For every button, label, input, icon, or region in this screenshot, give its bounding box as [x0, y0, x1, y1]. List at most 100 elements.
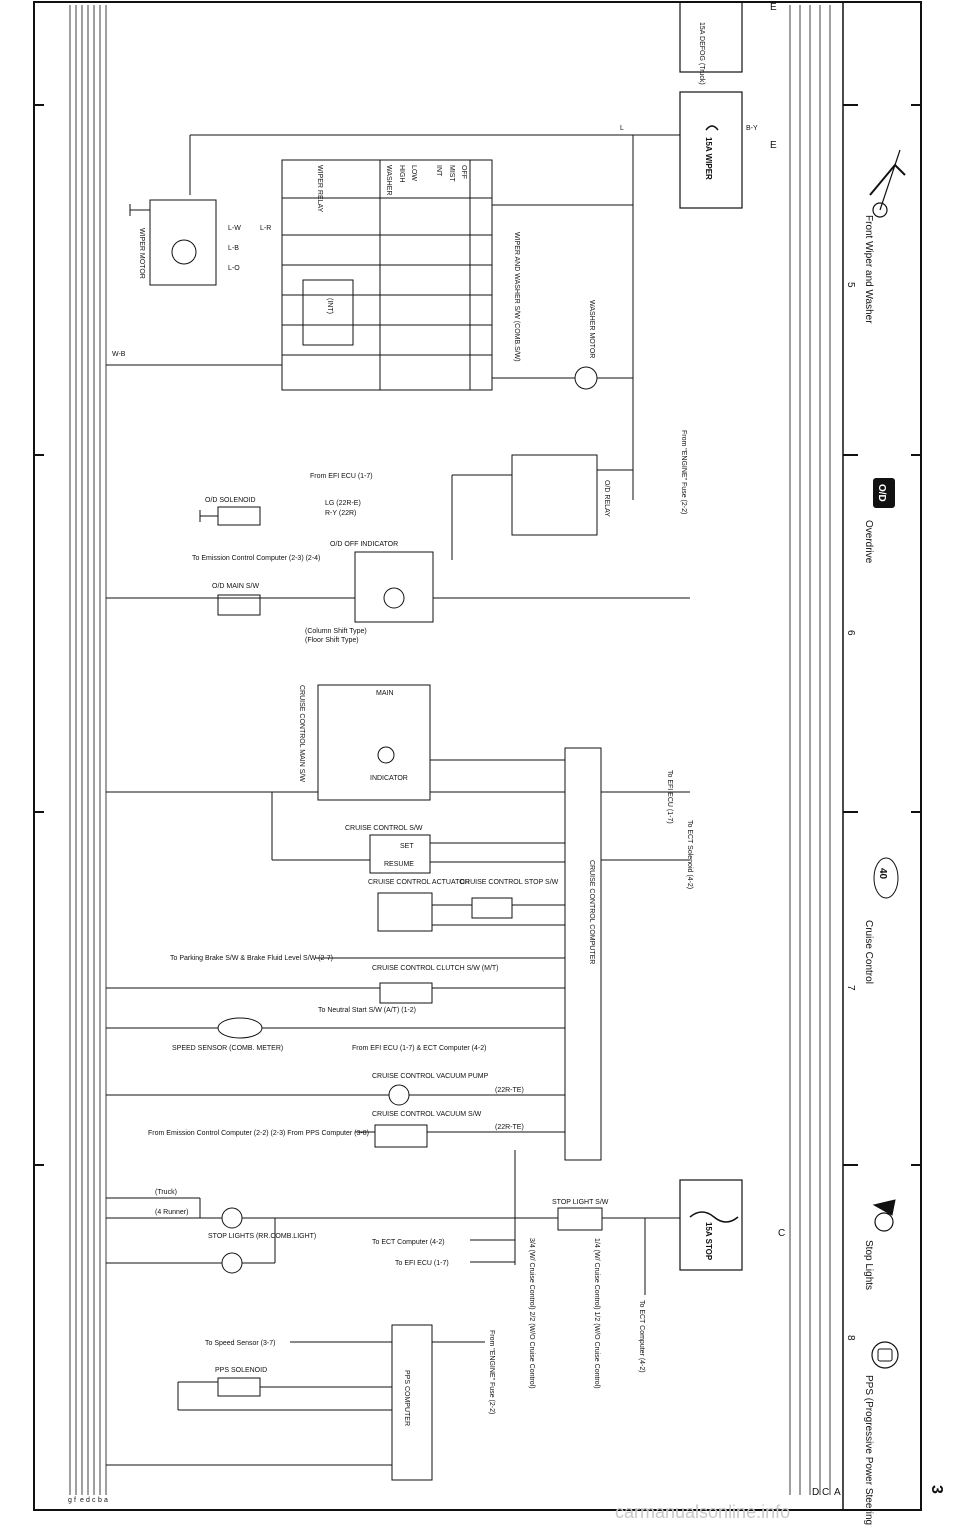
- cruise-from-efi-ect: From EFI ECU (1-7) & ECT Computer (4-2): [352, 1045, 486, 1052]
- overdrive-badge-icon: O/D: [873, 478, 895, 508]
- stop-lights-section: [106, 1150, 680, 1295]
- left-bus-lines: [69, 5, 107, 1495]
- fuse-defog: 15A DEFOG (Truck): [679, 1, 743, 85]
- cruise-resume-label: RESUME: [384, 861, 414, 868]
- cruise-vacuum-sw-label: CRUISE CONTROL VACUUM S/W: [372, 1111, 482, 1118]
- pps-section: [106, 1324, 485, 1481]
- pps-solenoid-label: PPS SOLENOID: [215, 1367, 267, 1374]
- cruise-to-parking: To Parking Brake S/W & Brake Fluid Level…: [170, 955, 333, 962]
- cruise-stop-sw-label: CRUISE CONTROL STOP S/W: [460, 879, 559, 886]
- stop-wcc-note: 3/4 (W/ Cruise Control) 2/2 (W/O Cruise …: [528, 1238, 535, 1389]
- pps-computer-label: PPS COMPUTER: [403, 1370, 410, 1426]
- od-from-engine-fuse: From "ENGINE" Fuse (2-2): [680, 430, 687, 514]
- cruise-from-emission: From Emission Control Computer (2-2) (2-…: [148, 1130, 369, 1137]
- od-from-efi: From EFI ECU (1-7): [310, 473, 373, 480]
- bus-letter-g: g: [68, 1497, 72, 1504]
- wire-l-o: L-O: [228, 265, 240, 272]
- od-to-emission: To Emission Control Computer (2-3) (2-4): [192, 555, 320, 562]
- pps-icon: [871, 1341, 899, 1369]
- cruise-22rte-sw: (22R-TE): [495, 1124, 524, 1131]
- wiper-motor-label: WIPER MOTOR: [138, 228, 145, 279]
- stop-wcc2-note: 1/4 (W/ Cruise Control) 1/2 (W/O Cruise …: [593, 1238, 600, 1389]
- section-column-7: 7: [845, 985, 856, 991]
- wire-l-top: L: [620, 125, 624, 132]
- cruise-set-label: SET: [400, 843, 414, 850]
- od-solenoid-label: O/D SOLENOID: [205, 497, 256, 504]
- wire-b-y-top: B-Y: [746, 125, 758, 132]
- overdrive-section: [106, 454, 690, 623]
- cruise-main-label: MAIN: [376, 690, 394, 697]
- wiper-pos-low: LOW: [410, 165, 417, 181]
- wiper-pos-int: INT: [435, 165, 442, 177]
- page-number: 3: [928, 1485, 945, 1494]
- stop-truck-label: (Truck): [155, 1189, 177, 1196]
- edge-letter-c: C: [778, 1228, 785, 1239]
- od-column-shift: (Column Shift Type): [305, 628, 367, 635]
- section-title-wiper: Front Wiper and Washer: [863, 215, 874, 324]
- wiper-pos-high: HIGH: [398, 165, 405, 183]
- section-title-cruise: Cruise Control: [863, 920, 874, 984]
- cruise-to-neutral: To Neutral Start S/W (A/T) (1-2): [318, 1007, 416, 1014]
- cruise-computer-label: CRUISE CONTROL COMPUTER: [588, 860, 595, 964]
- edge-letter-e: E: [770, 140, 777, 151]
- stop-to-efi: To EFI ECU (1-7): [395, 1260, 449, 1267]
- bus-letter-c: c: [92, 1497, 96, 1504]
- section-column-8: 8: [845, 1335, 856, 1341]
- cruise-badge-text: 40: [877, 868, 888, 880]
- cruise-section: [106, 684, 690, 1161]
- stop-lights-icon: [872, 1199, 896, 1232]
- bus-letter-d: d: [86, 1497, 90, 1504]
- od-floor-shift: (Floor Shift Type): [305, 637, 359, 644]
- cruise-control-icon: 40: [873, 857, 899, 899]
- edge-letter-d: D: [812, 1487, 819, 1498]
- od-main-sw-label: O/D MAIN S/W: [212, 583, 259, 590]
- od-lg-22re: LG (22R-E): [325, 500, 361, 507]
- overdrive-badge-text: O/D: [876, 484, 887, 502]
- fuse-stop-label: 15A STOP: [704, 1222, 713, 1261]
- title-strip: Front Wiper and Washer 5 Overdrive 6 Cru…: [845, 149, 945, 1528]
- grid-ticks: [34, 104, 921, 1166]
- right-bus-lines: [789, 5, 831, 1495]
- cruise-main-sw-label: CRUISE CONTROL MAIN S/W: [298, 685, 305, 782]
- stop-runner-label: (4 Runner): [155, 1209, 188, 1216]
- od-ry-22r: R-Y (22R): [325, 510, 356, 517]
- wiper-pos-washer: WASHER: [385, 165, 392, 195]
- edge-letter-a: A: [834, 1487, 841, 1498]
- section-column-6: 6: [845, 630, 856, 636]
- wiper-section: [106, 134, 680, 500]
- wiper-switch-label: WIPER AND WASHER S/W (COMB.S/W): [513, 232, 520, 362]
- pps-from-engine-fuse: From "ENGINE" Fuse (2-2): [488, 1330, 495, 1414]
- cruise-clutch-sw-label: CRUISE CONTROL CLUTCH S/W (M/T): [372, 965, 499, 972]
- wire-l-r: L-R: [260, 225, 271, 232]
- fuse-wiper-label: 15A WIPER: [704, 137, 713, 180]
- fuse-stop: 15A STOP: [679, 1179, 743, 1271]
- section-title-pps: PPS (Progressive Power Steering): [863, 1375, 874, 1525]
- washer-motor-label: WASHER MOTOR: [588, 300, 595, 358]
- wire-w-b-wiper: W-B: [112, 351, 126, 358]
- cruise-indicator-label: INDICATOR: [370, 775, 408, 782]
- watermark: carmanualsonline.info: [615, 1502, 790, 1522]
- od-off-indicator-label: O/D OFF INDICATOR: [330, 541, 398, 548]
- stop-to-ect-computer: To ECT Computer (4-2): [638, 1300, 645, 1373]
- sheet-frame: [33, 1, 922, 1511]
- stop-to-ect: To ECT Computer (4-2): [372, 1239, 445, 1246]
- cruise-speed-sensor-label: SPEED SENSOR (COMB. METER): [172, 1045, 283, 1052]
- cruise-control-sw-label: CRUISE CONTROL S/W: [345, 825, 423, 832]
- cruise-vacuum-pump-label: CRUISE CONTROL VACUUM PUMP: [372, 1073, 489, 1080]
- section-title-overdrive: Overdrive: [863, 520, 874, 564]
- wiper-pos-off: OFF: [460, 165, 467, 179]
- wire-l-w: L-W: [228, 225, 241, 232]
- pps-to-speed-sensor: To Speed Sensor (3-7): [205, 1340, 275, 1347]
- fuse-defog-label: 15A DEFOG (Truck): [698, 22, 705, 85]
- bus-letter-b: b: [98, 1497, 102, 1504]
- cruise-to-ect-solenoid: To ECT Solenoid (4-2): [686, 820, 693, 889]
- bus-letter-f: f: [74, 1497, 76, 1504]
- wiper-int-label: (INT): [326, 298, 333, 314]
- cruise-to-efi: To EFI ECU (1-7): [666, 770, 673, 824]
- bus-letter-e: e: [80, 1497, 84, 1504]
- stop-switch-label: STOP LIGHT S/W: [552, 1199, 609, 1206]
- bus-letter-a: a: [104, 1497, 108, 1504]
- section-column-5: 5: [845, 282, 856, 288]
